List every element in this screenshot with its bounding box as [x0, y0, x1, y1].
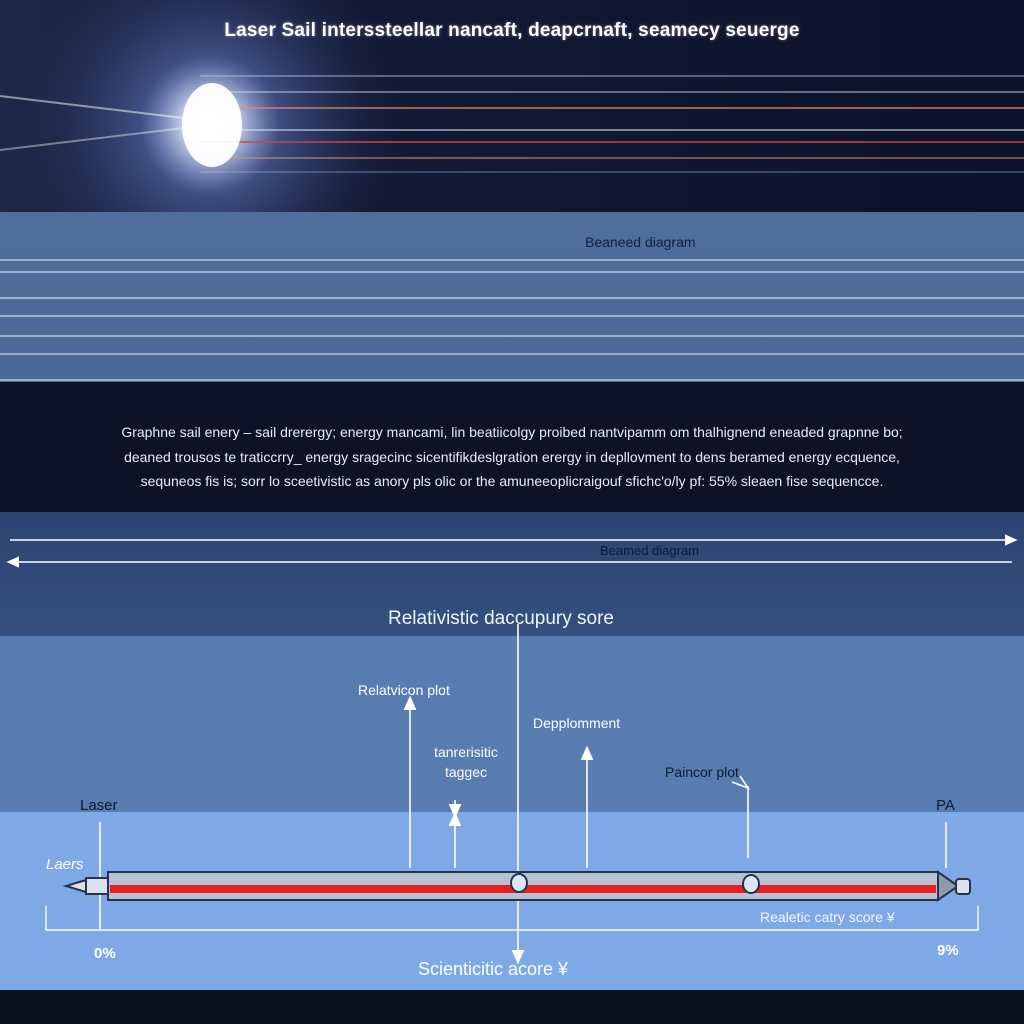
paincor-arrow-hook — [731, 775, 751, 790]
deployment-label: Depplomment — [533, 715, 621, 731]
bar-marker-2 — [742, 874, 760, 894]
description-line-1: Graphne sail enery – sail drerergy; ener… — [121, 424, 903, 440]
laser-side-label: Laers — [46, 856, 84, 873]
pa-label: PA — [936, 797, 955, 814]
scientific-score-label: Scienticitic acore ¥ — [418, 959, 569, 979]
beam-diagram-label: Beaneed diagram — [585, 234, 696, 250]
tanrerisitic-label-line2: taggec — [444, 764, 488, 780]
plot-band — [0, 636, 1024, 812]
realetic-score-label: Realetic catry score ¥ — [760, 909, 895, 925]
beam-diagram-band — [0, 212, 1024, 382]
beam-lines — [0, 75, 1024, 173]
laser-source-glow — [182, 83, 242, 167]
beamed-diagram-label: Beamed diagram — [600, 543, 699, 558]
footer-strip — [0, 990, 1024, 1024]
range-bracket — [45, 906, 979, 931]
tanrerisitic-label-line1: tanrerisitic — [434, 744, 498, 760]
left-percent-label: 0% — [94, 945, 116, 962]
score-title: Relativistic daccupury sore — [388, 608, 614, 629]
paincor-plot-label: Paincor plot — [665, 764, 739, 780]
laser-label: Laser — [80, 797, 118, 814]
laser-beam-illustration — [0, 0, 1024, 212]
description-line-2: deaned trousos te traticcrry_ energy sra… — [124, 449, 900, 465]
hero-banner — [0, 0, 1024, 212]
right-percent-label: 9% — [937, 942, 959, 959]
description-line-3: sequneos fis is; sorr lo sceetivistic as… — [140, 473, 884, 489]
relativicon-plot-label: Relatvicon plot — [358, 682, 450, 698]
sail-bar — [62, 870, 971, 902]
description-block — [0, 382, 1024, 512]
beamed-diagram-band — [0, 512, 1024, 636]
bar-marker-1 — [510, 873, 528, 893]
page-title: Laser Sail interssteellar nancaft, deapc… — [224, 20, 800, 41]
